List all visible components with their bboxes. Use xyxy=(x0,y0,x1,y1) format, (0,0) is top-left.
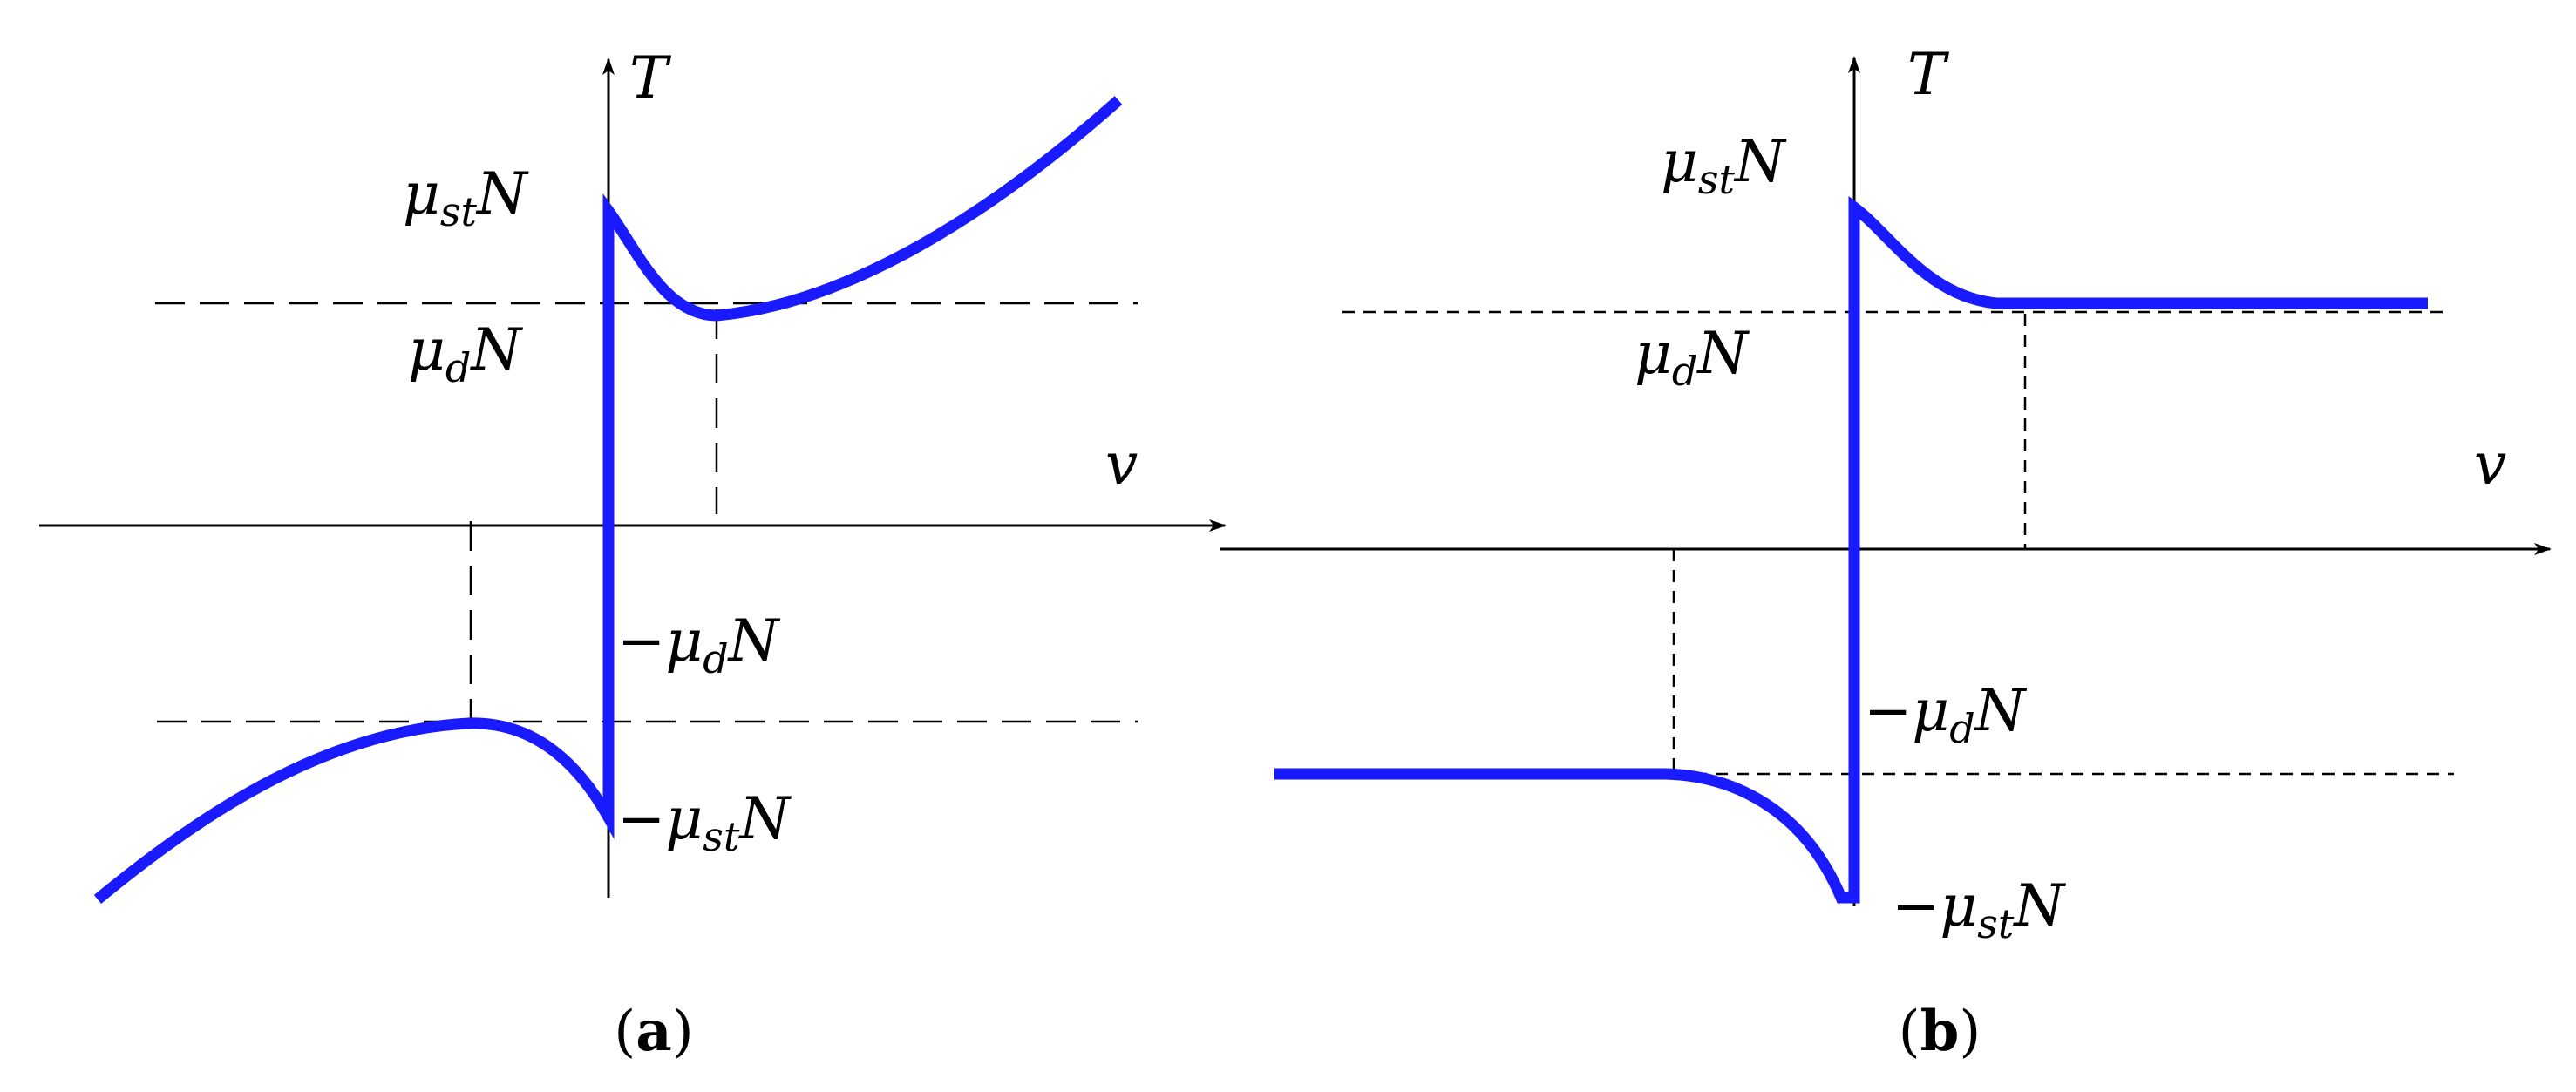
normal-force-symbol: N xyxy=(2012,872,2066,939)
mu-symbol: μ xyxy=(403,160,440,227)
panel-a-static-neg-label: −μstN xyxy=(617,785,792,860)
panel-b-static-neg-label: −μstN xyxy=(1892,872,2066,947)
panel-b-static-pos-label: μstN xyxy=(1661,128,1787,203)
normal-force-symbol: N xyxy=(1733,128,1787,195)
normal-force-symbol: N xyxy=(737,785,792,852)
mu-symbol: μ xyxy=(1940,872,1977,939)
subscript: st xyxy=(1698,156,1736,203)
panel-b-dynamic-pos-label: μdN xyxy=(1635,320,1750,395)
subscript: d xyxy=(1672,348,1697,395)
normal-force-symbol: N xyxy=(727,607,781,675)
subscript: st xyxy=(703,813,740,860)
mu-symbol: μ xyxy=(665,785,703,852)
mu-symbol: μ xyxy=(665,607,703,675)
panel-a-static-pos-label: μstN xyxy=(403,160,529,235)
minus-sign: − xyxy=(617,785,665,852)
panel-a: T v μstN μdN −μdN −μstN (a) xyxy=(39,44,1227,1064)
panel-b-dynamic-neg-label: −μdN xyxy=(1864,677,2028,752)
panel-a-friction-curve xyxy=(93,96,1123,905)
subscript: st xyxy=(1977,900,2015,947)
panel-a-dynamic-neg-label: −μdN xyxy=(617,607,781,682)
panel-b-v-axis-label: v xyxy=(2474,431,2506,498)
subscript: d xyxy=(703,635,728,682)
subscript: d xyxy=(1949,705,1974,752)
mu-symbol: μ xyxy=(408,316,445,383)
panel-b: T v μstN μdN −μdN −μstN (b) xyxy=(1220,41,2552,1064)
normal-force-symbol: N xyxy=(475,160,529,227)
panel-a-v-axis-label: v xyxy=(1105,431,1138,498)
panel-b-caption: (b) xyxy=(1899,999,1981,1064)
normal-force-symbol: N xyxy=(469,316,523,383)
mu-symbol: μ xyxy=(1635,320,1672,387)
normal-force-symbol: N xyxy=(1974,677,2028,744)
panel-a-dynamic-pos-label: μdN xyxy=(408,316,523,391)
subscript: st xyxy=(440,188,478,235)
minus-sign: − xyxy=(1864,677,1912,744)
panel-a-caption-letter: a xyxy=(636,999,671,1064)
mu-symbol: μ xyxy=(1912,677,1949,744)
panel-b-t-axis-label: T xyxy=(1907,41,1950,108)
panel-a-t-axis-label: T xyxy=(629,44,672,112)
minus-sign: − xyxy=(1892,872,1940,939)
panel-a-caption: (a) xyxy=(614,999,693,1064)
panel-b-friction-curve xyxy=(1274,196,2428,904)
minus-sign: − xyxy=(617,607,665,675)
mu-symbol: μ xyxy=(1661,128,1698,195)
panel-b-caption-letter: b xyxy=(1920,999,1960,1064)
normal-force-symbol: N xyxy=(1696,320,1750,387)
subscript: d xyxy=(445,344,471,391)
